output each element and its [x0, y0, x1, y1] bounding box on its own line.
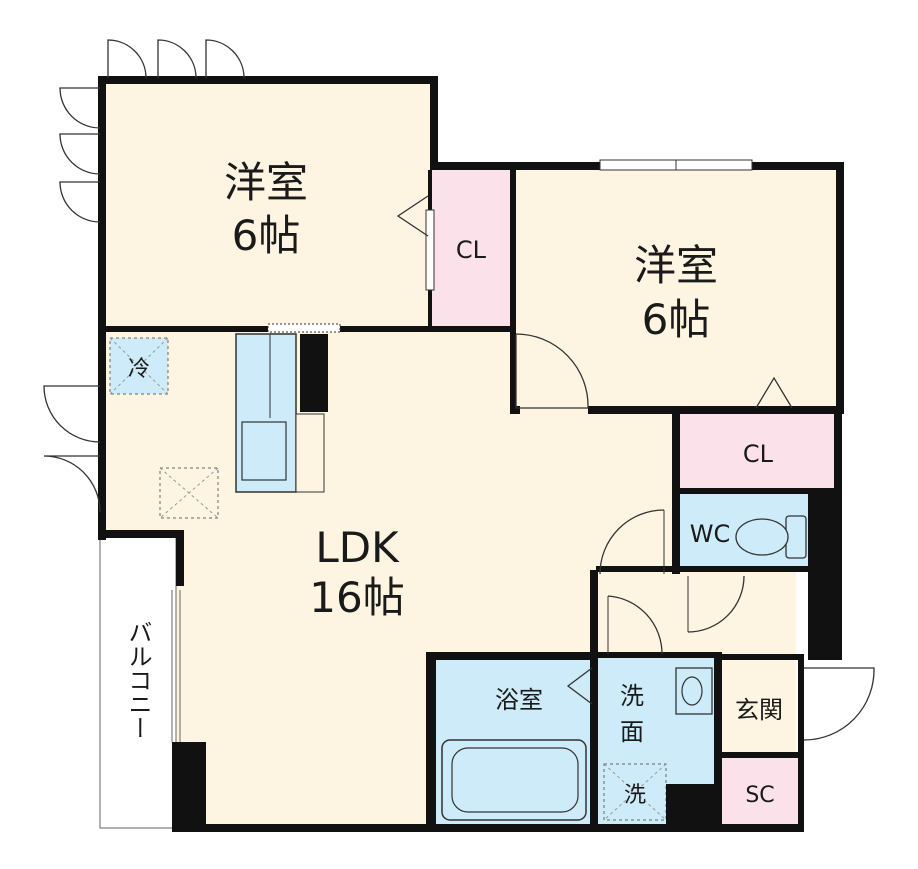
fridge-spot — [109, 337, 169, 395]
floor-fills — [104, 82, 838, 826]
closet-1-label: CL — [456, 236, 487, 264]
ldk-size: 16帖 — [309, 573, 404, 622]
wc-label: WC — [690, 520, 731, 548]
washroom-label-2: 面 — [620, 718, 644, 746]
closet-1-floor — [430, 168, 512, 328]
western-room-1-name: 洋室 — [224, 158, 308, 207]
entrance-floor — [722, 658, 796, 754]
hall-floor — [596, 570, 796, 656]
entrance-label: 玄関 — [735, 696, 783, 724]
shoe-cabinet-floor — [722, 758, 800, 826]
closet-2-floor — [678, 412, 836, 490]
western-room-2-name: 洋室 — [634, 241, 718, 290]
western-room-2-size: 6帖 — [642, 295, 711, 344]
western-room-1-size: 6帖 — [232, 211, 301, 260]
labels: 洋室 6帖 CL 洋室 6帖 CL WC LDK 16帖 浴室 洗 面 玄関 S… — [124, 158, 783, 808]
western-room-2-floor — [512, 168, 838, 410]
fridge-label: 冷 — [128, 357, 150, 382]
washroom-label-1: 洗 — [620, 682, 644, 710]
kitchen-counter — [235, 333, 328, 493]
washer-spot — [603, 763, 667, 821]
balcony-label: バルコニー — [124, 620, 152, 740]
walls — [98, 76, 844, 832]
western-room-1-floor — [104, 82, 430, 328]
doors — [43, 39, 875, 741]
dining-table-spot — [159, 467, 219, 519]
bath-label: 浴室 — [495, 686, 543, 714]
ldk-name: LDK — [315, 523, 400, 572]
closet-2-label: CL — [743, 440, 774, 468]
balcony — [99, 533, 181, 829]
bathtub — [441, 739, 587, 821]
washbasin — [675, 667, 713, 715]
shoe-cabinet-label: SC — [745, 783, 774, 808]
toilet — [735, 515, 807, 559]
washer-label: 洗 — [624, 783, 646, 808]
windows — [267, 159, 753, 333]
